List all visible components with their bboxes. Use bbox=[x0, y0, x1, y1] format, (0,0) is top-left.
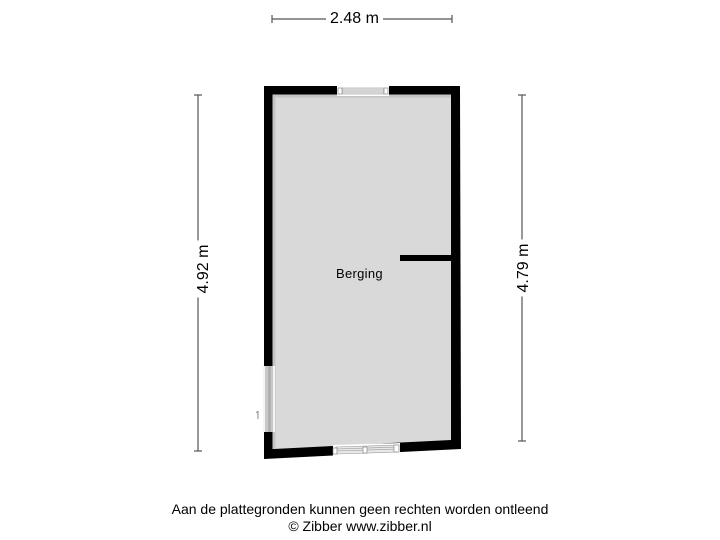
dimension-left-height-label: 4.92 m bbox=[195, 240, 213, 298]
window-bottom bbox=[332, 443, 400, 456]
dimension-right-height-label: 4.79 m bbox=[515, 239, 533, 297]
footer-copyright: © Zibber www.zibber.nl bbox=[288, 518, 432, 534]
footer-disclaimer: Aan de plattegronden kunnen geen rechten… bbox=[171, 501, 549, 517]
door-left bbox=[255, 366, 275, 432]
room-floor bbox=[274, 96, 451, 449]
room-label-berging: Berging bbox=[336, 266, 383, 281]
dimension-width-label: 2.48 m bbox=[326, 10, 383, 28]
window-top bbox=[337, 86, 389, 96]
partition-wall-stub bbox=[400, 255, 452, 261]
